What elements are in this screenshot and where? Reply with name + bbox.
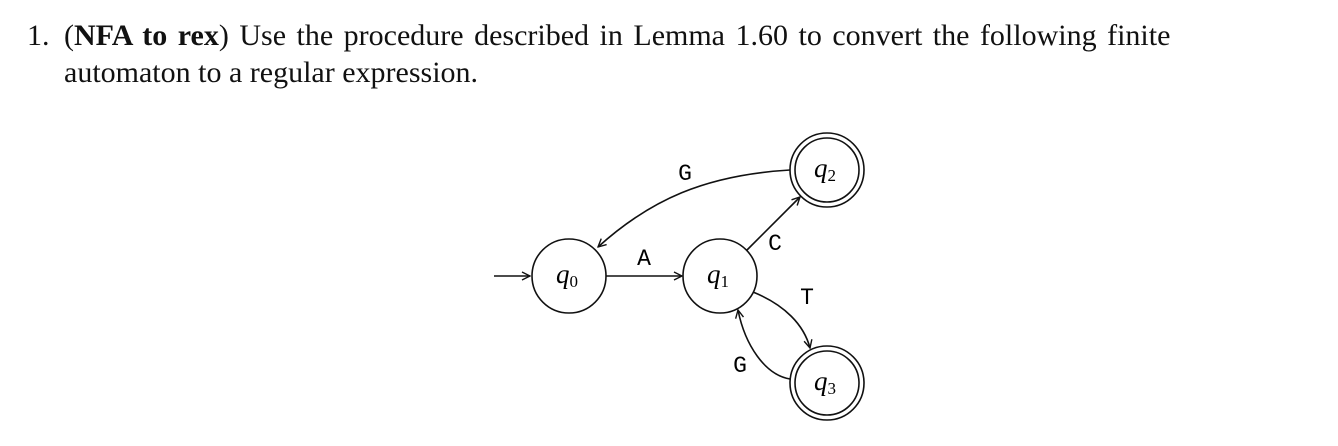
state-q2: q2	[789, 132, 865, 208]
problem-line-2: automaton to a regular expression.	[64, 56, 479, 89]
state-q3: q3	[789, 345, 865, 421]
edge-label-q3-q1: G	[733, 353, 747, 379]
edge-label-q1-q2: C	[768, 231, 782, 257]
edge-label-q2-q0: G	[678, 161, 692, 187]
edge-label-q0-q1: A	[637, 246, 651, 272]
state-q2-label: q2	[814, 153, 836, 185]
edge-label-q1-q3: T	[800, 285, 814, 311]
state-q3-label: q3	[814, 366, 836, 398]
state-q1: q1	[682, 238, 758, 314]
problem-number: 1.	[27, 19, 50, 52]
edge-q2-q0	[598, 169, 791, 247]
edge-q1-q3	[752, 291, 810, 348]
state-q0: q0	[531, 238, 607, 314]
state-q1-label: q1	[707, 259, 729, 291]
problem-line-1: 1. (NFA to rex) Use the procedure describ…	[27, 17, 1170, 54]
open-paren: (	[64, 19, 74, 52]
edge-q1-q2	[746, 197, 800, 251]
close-paren: )	[218, 19, 229, 52]
edge-q3-q1	[738, 310, 791, 380]
state-q0-label: q0	[556, 259, 578, 291]
problem-title: NFA to rex	[74, 19, 219, 52]
problem-text-line-1: Use the procedure described in Lemma 1.6…	[239, 19, 1171, 52]
